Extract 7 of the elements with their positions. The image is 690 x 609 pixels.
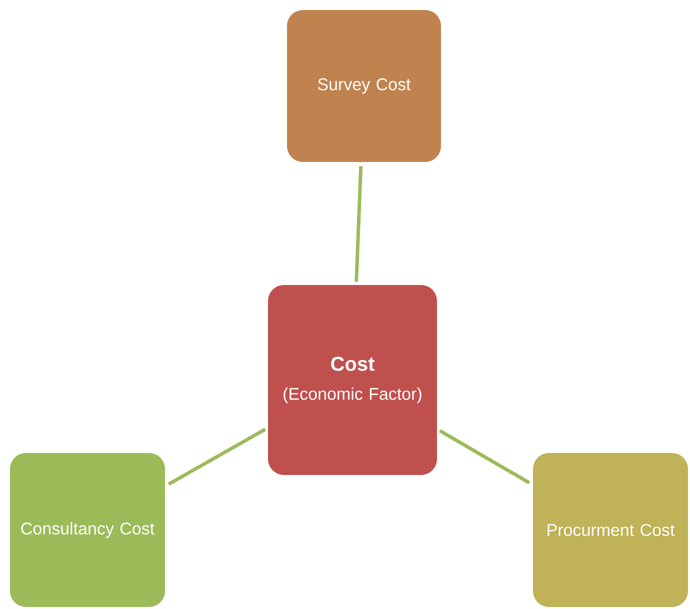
connector-line xyxy=(438,429,530,484)
process-box: Cost (Economic Factor) xyxy=(268,285,437,475)
process-box: Survey Cost xyxy=(287,10,441,162)
connector-line xyxy=(354,166,363,282)
connector-line xyxy=(168,428,266,486)
process-box: Procurment Cost xyxy=(533,453,688,607)
process-box: Consultancy Cost xyxy=(10,453,165,607)
